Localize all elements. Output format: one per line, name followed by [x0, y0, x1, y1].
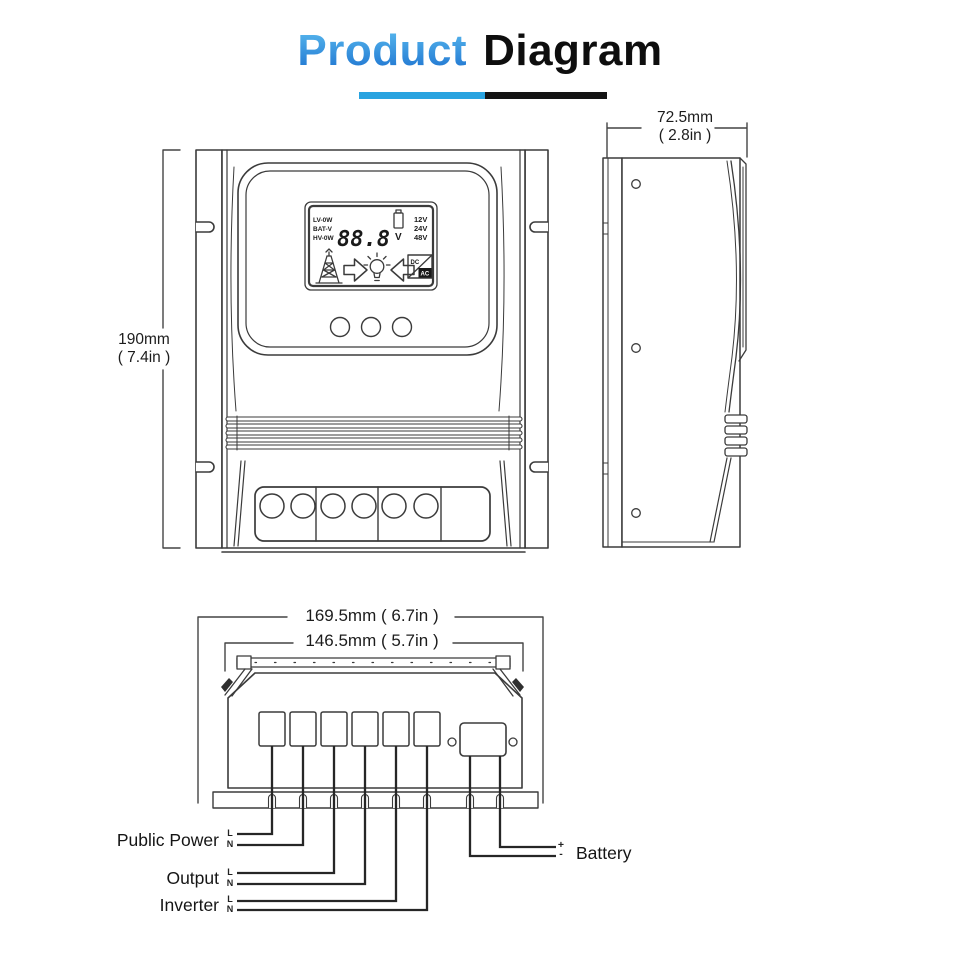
side-front-curve — [728, 160, 742, 413]
title-word-product: Product — [297, 26, 468, 75]
inverter-ln: L N — [226, 894, 234, 914]
bottom-inner-mm: 146.5mm — [305, 631, 377, 650]
wire-output-n — [237, 746, 367, 886]
label-output: Output — [166, 868, 219, 888]
depth-dimension-line — [606, 122, 748, 158]
button-1 — [329, 316, 351, 338]
label-battery: Battery — [576, 843, 632, 863]
bottom-terminal-ports — [258, 711, 441, 747]
output-ln: L N — [226, 867, 234, 888]
port-output-l — [320, 711, 348, 747]
bottom-outer-mm: 169.5mm — [305, 606, 377, 625]
left-flange-notch-top — [195, 221, 215, 233]
page-title: Product Diagram — [0, 26, 960, 76]
outer-width-dimension-line — [197, 616, 544, 804]
lcd-voltage-24: 24V — [414, 224, 427, 233]
left-flange-notch-bottom — [195, 461, 215, 473]
bottom-inner-width-dimension: 146.5mm ( 5.7in ) — [240, 631, 504, 650]
wire-public-power-l — [237, 746, 274, 836]
port-output-n — [351, 711, 379, 747]
side-depth-in: ( 2.8in ) — [658, 127, 712, 144]
lcd-row-label-1: LV-0W — [313, 217, 333, 224]
wire-inverter-n — [237, 746, 429, 912]
face-plate-outer — [237, 162, 498, 356]
bottom-skirt — [212, 791, 539, 809]
wire-output-l — [237, 746, 336, 875]
bottom-outer-in: ( 6.7in ) — [380, 606, 439, 625]
battery-connector — [447, 722, 518, 757]
front-terminal-block — [254, 486, 491, 542]
title-word-diagram: Diagram — [483, 26, 663, 75]
side-hole-bottom — [631, 508, 641, 518]
front-height-mm: 190mm — [118, 331, 170, 348]
bottom-body-outline — [227, 672, 523, 789]
lcd-row-label-3: HV-0W — [313, 235, 334, 242]
port-inverter-n — [413, 711, 441, 747]
title-underline-blue — [359, 92, 485, 99]
port-inverter-l — [382, 711, 410, 747]
label-inverter: Inverter — [159, 895, 219, 915]
wire-public-power-n — [237, 746, 305, 847]
lcd-voltage-12: 12V — [414, 215, 427, 224]
vent-ridges — [225, 415, 523, 451]
lcd-row-label-2: BAT-V — [313, 226, 333, 233]
front-view-drawing: LV-0W BAT-V HV-0W 88.8 V 12V 24V 48V — [162, 149, 549, 553]
side-bezel-edge — [738, 157, 747, 362]
wire-battery-plus — [498, 756, 556, 849]
ac-label: AC — [421, 272, 430, 278]
terminal-hole-4 — [351, 493, 377, 519]
lcd-display: LV-0W BAT-V HV-0W 88.8 V 12V 24V 48V — [304, 201, 438, 291]
mounting-bar — [236, 655, 511, 670]
button-3 — [391, 316, 413, 338]
bottom-inner-in: ( 5.7in ) — [380, 631, 439, 650]
bulb-icon — [363, 252, 391, 282]
face-plate-inner — [245, 170, 490, 348]
terminal-hole-6 — [413, 493, 439, 519]
title-underline-black — [485, 92, 607, 99]
lcd-digits: 88.8 — [337, 227, 390, 252]
bottom-outer-width-dimension: 169.5mm ( 6.7in ) — [240, 606, 504, 625]
side-hole-middle — [631, 343, 641, 353]
front-buttons — [329, 316, 413, 338]
side-view-drawing — [602, 122, 748, 548]
port-public-power-n — [289, 711, 317, 747]
inner-width-dimension-line — [224, 642, 524, 672]
wire-battery-minus — [468, 756, 556, 858]
side-depth-mm: 72.5mm — [657, 109, 713, 126]
front-height-in: ( 7.4in ) — [117, 349, 171, 366]
front-height-dimension: 190mm ( 7.4in ) — [98, 331, 190, 367]
terminal-hole-5 — [381, 493, 407, 519]
port-public-power-l — [258, 711, 286, 747]
lcd-volt-unit: V — [395, 232, 402, 243]
side-back-plate — [602, 157, 623, 548]
dc-label: DC — [411, 260, 420, 266]
battery-cell-icon — [393, 209, 404, 229]
terminal-hole-1 — [259, 493, 285, 519]
front-body — [221, 149, 526, 549]
right-mounting-flange — [524, 149, 549, 549]
leader-wires — [237, 746, 556, 912]
label-public-power: Public Power — [116, 830, 219, 850]
terminal-hole-3 — [320, 493, 346, 519]
side-depth-dimension: 72.5mm ( 2.8in ) — [633, 109, 737, 145]
public-power-ln: L N — [226, 828, 234, 849]
side-body — [621, 157, 741, 548]
bottom-view-drawing — [197, 616, 556, 912]
battery-polarity: + - — [557, 839, 565, 860]
left-mounting-flange — [195, 149, 223, 549]
height-dimension-line — [162, 149, 181, 549]
terminal-hole-2 — [290, 493, 316, 519]
right-flange-notch-bottom — [529, 461, 549, 473]
button-2 — [360, 316, 382, 338]
arrow-right-icon — [343, 258, 368, 282]
lcd-voltage-48: 48V — [414, 233, 427, 242]
dc-ac-icon: DC AC — [407, 254, 433, 279]
wire-inverter-l — [237, 746, 398, 903]
side-fins — [724, 414, 748, 457]
power-tower-icon — [315, 248, 343, 284]
side-hole-top — [631, 179, 641, 189]
right-flange-notch-top — [529, 221, 549, 233]
